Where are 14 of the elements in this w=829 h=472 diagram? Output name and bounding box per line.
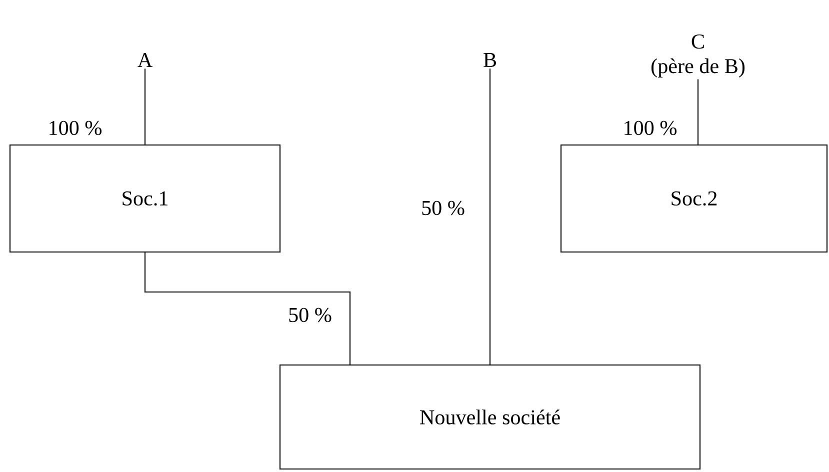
company-box: Soc.2 [560,144,828,253]
connector-line [697,79,699,144]
connector-line [144,252,351,364]
connector-line [489,68,491,364]
company-box: Soc.1 [9,144,281,253]
percentage-label: 100 % [50,120,102,136]
percentage-label: 100 % [624,120,677,136]
connector-line [144,68,146,144]
percentage-label: 50 % [289,308,332,322]
company-box: Nouvelle société [279,364,701,470]
shareholder-label: C (père de B) [652,34,744,78]
shareholder-label: A [138,53,152,67]
percentage-label: 50 % [422,200,464,216]
shareholder-label: B [484,53,496,67]
